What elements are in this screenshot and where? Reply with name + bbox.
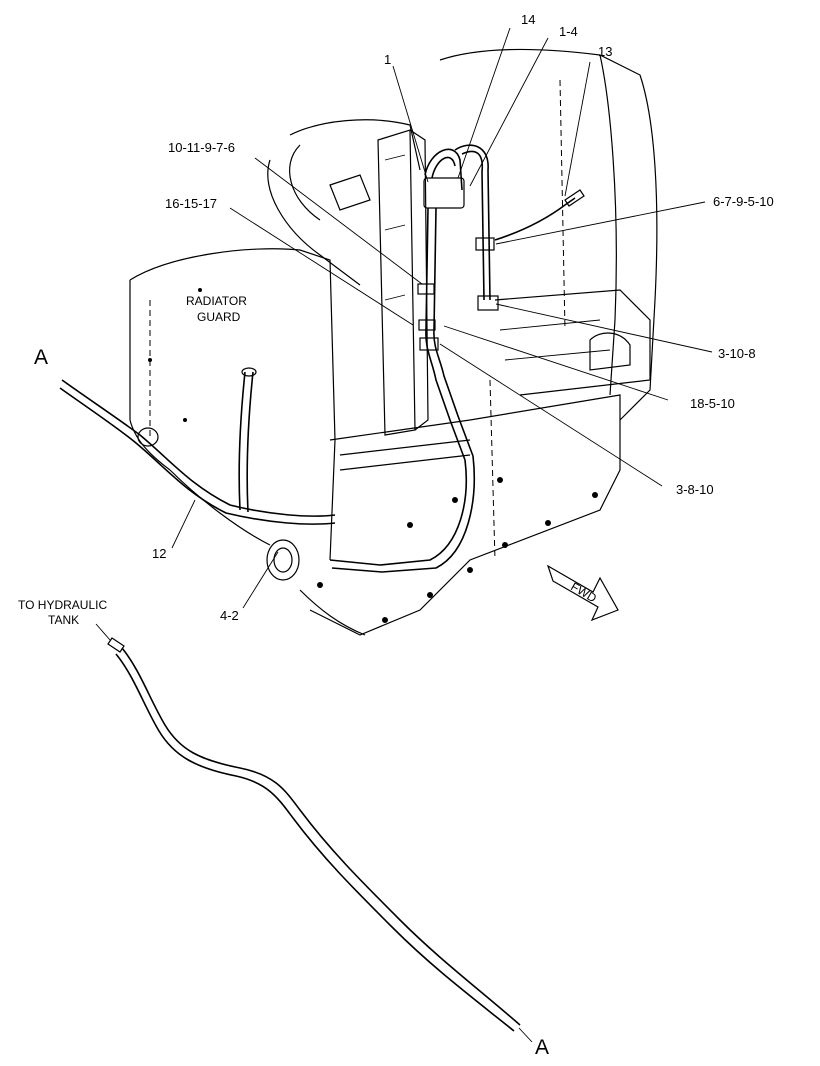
fwd-label: FWD (568, 579, 599, 605)
hose-to-hydraulic-tank (107, 637, 521, 1032)
callout-12: 12 (152, 546, 166, 561)
forward-arrow-icon: FWD (546, 564, 619, 622)
text-labels: RADIATOR GUARD TO HYDRAULIC TANK A A (18, 294, 549, 1059)
callout-16-15-17: 16-15-17 (165, 196, 217, 211)
leader-lines (95, 27, 713, 1043)
callout-1: 1 (384, 52, 391, 67)
radiator-guard-label-2: GUARD (197, 310, 241, 324)
callout-18-5-10: 18-5-10 (690, 396, 735, 411)
callout-3-8-10: 3-8-10 (676, 482, 714, 497)
reference-a-top: A (34, 346, 48, 369)
reference-a-bottom: A (535, 1036, 549, 1059)
callout-10-11-9-7-6: 10-11-9-7-6 (168, 140, 235, 155)
to-hydraulic-tank-label-1: TO HYDRAULIC (18, 598, 107, 612)
callout-6-7-9-5-10: 6-7-9-5-10 (713, 194, 774, 209)
callout-14: 14 (521, 12, 535, 27)
callout-labels: 14 1-4 1 13 10-11-9-7-6 16-15-17 6-7-9-5… (152, 12, 774, 623)
tower-hose-assembly (329, 144, 585, 573)
callout-1-4: 1-4 (559, 24, 578, 39)
radiator-guard-label-1: RADIATOR (186, 294, 247, 308)
callout-4-2: 4-2 (220, 608, 239, 623)
callout-13: 13 (598, 44, 612, 59)
hose-12 (59, 367, 336, 581)
to-hydraulic-tank-label-2: TANK (48, 613, 79, 627)
machine-frame (129, 48, 658, 636)
callout-3-10-8: 3-10-8 (718, 346, 756, 361)
